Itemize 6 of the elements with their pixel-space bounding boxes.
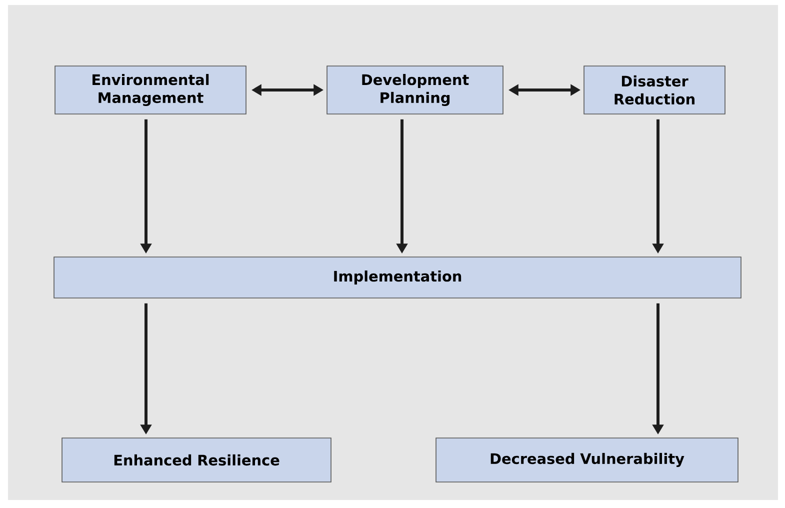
- process-box: Enhanced Resilience: [62, 438, 332, 482]
- process-box: Development Planning: [326, 66, 504, 114]
- process-box: Implementation: [54, 256, 742, 298]
- process-box: Decreased Vulnerability: [436, 438, 738, 482]
- process-box: Disaster Reduction: [584, 66, 726, 114]
- process-box: Environmental Management: [54, 66, 246, 114]
